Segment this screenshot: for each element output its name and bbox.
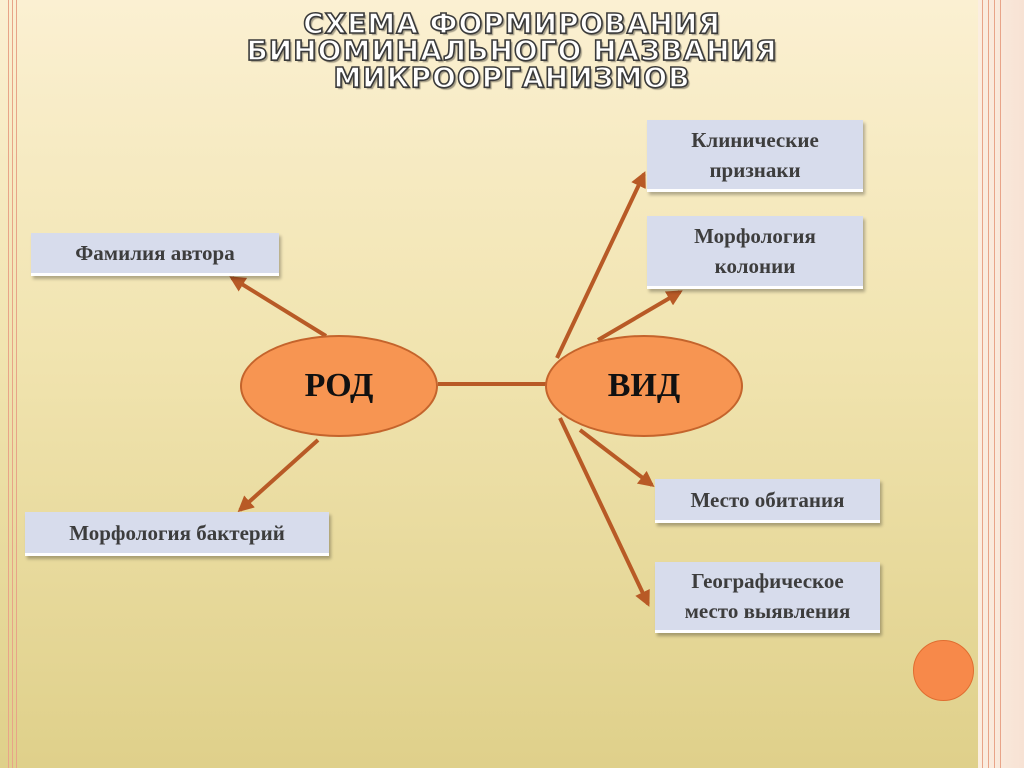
arrow-to-habitat xyxy=(578,428,655,487)
node-species: ВИД xyxy=(545,335,743,437)
title-line-2: БИНОМИНАЛЬНОГО НАЗВАНИЯ xyxy=(246,34,778,67)
node-colony-morphology-label: Морфология колонии xyxy=(694,224,816,278)
left-decor-line xyxy=(12,0,13,768)
left-decor-line xyxy=(8,0,9,768)
arrow-to-clinical-signs xyxy=(555,171,646,359)
arrow-to-author xyxy=(229,276,328,338)
node-genus-label: РОД xyxy=(304,367,374,404)
node-colony-morphology: Морфология колонии xyxy=(647,216,863,289)
right-decor-band xyxy=(978,0,1024,768)
arrow-to-bacteria-morphology xyxy=(237,438,320,513)
node-genus: РОД xyxy=(240,335,438,437)
arrow-to-colony-morphology xyxy=(596,290,683,342)
node-habitat-label: Место обитания xyxy=(690,487,845,512)
arrow-to-geographic-place xyxy=(558,417,650,607)
title-line-3: МИКРООРГАНИЗМОВ xyxy=(333,61,691,94)
left-decor-line xyxy=(16,0,17,768)
node-bacteria-morphology: Морфология бактерий xyxy=(25,512,329,556)
decorative-orange-circle xyxy=(913,640,974,701)
node-habitat: Место обитания xyxy=(655,479,880,523)
title-line-1: СХЕМА ФОРМИРОВАНИЯ xyxy=(302,7,721,40)
node-bacteria-morphology-label: Морфология бактерий xyxy=(69,520,285,545)
node-clinical-signs-label: Клинические признаки xyxy=(691,127,819,182)
node-clinical-signs: Клинические признаки xyxy=(647,120,863,192)
node-author-surname: Фамилия автора xyxy=(31,233,279,276)
node-geographic-place: Географическое место выявления xyxy=(655,562,880,633)
node-author-surname-label: Фамилия автора xyxy=(75,241,235,265)
node-geographic-place-label: Географическое место выявления xyxy=(684,569,851,623)
node-species-label: ВИД xyxy=(607,367,681,404)
slide-title: СХЕМА ФОРМИРОВАНИЯ БИНОМИНАЛЬНОГО НАЗВАН… xyxy=(150,7,874,94)
